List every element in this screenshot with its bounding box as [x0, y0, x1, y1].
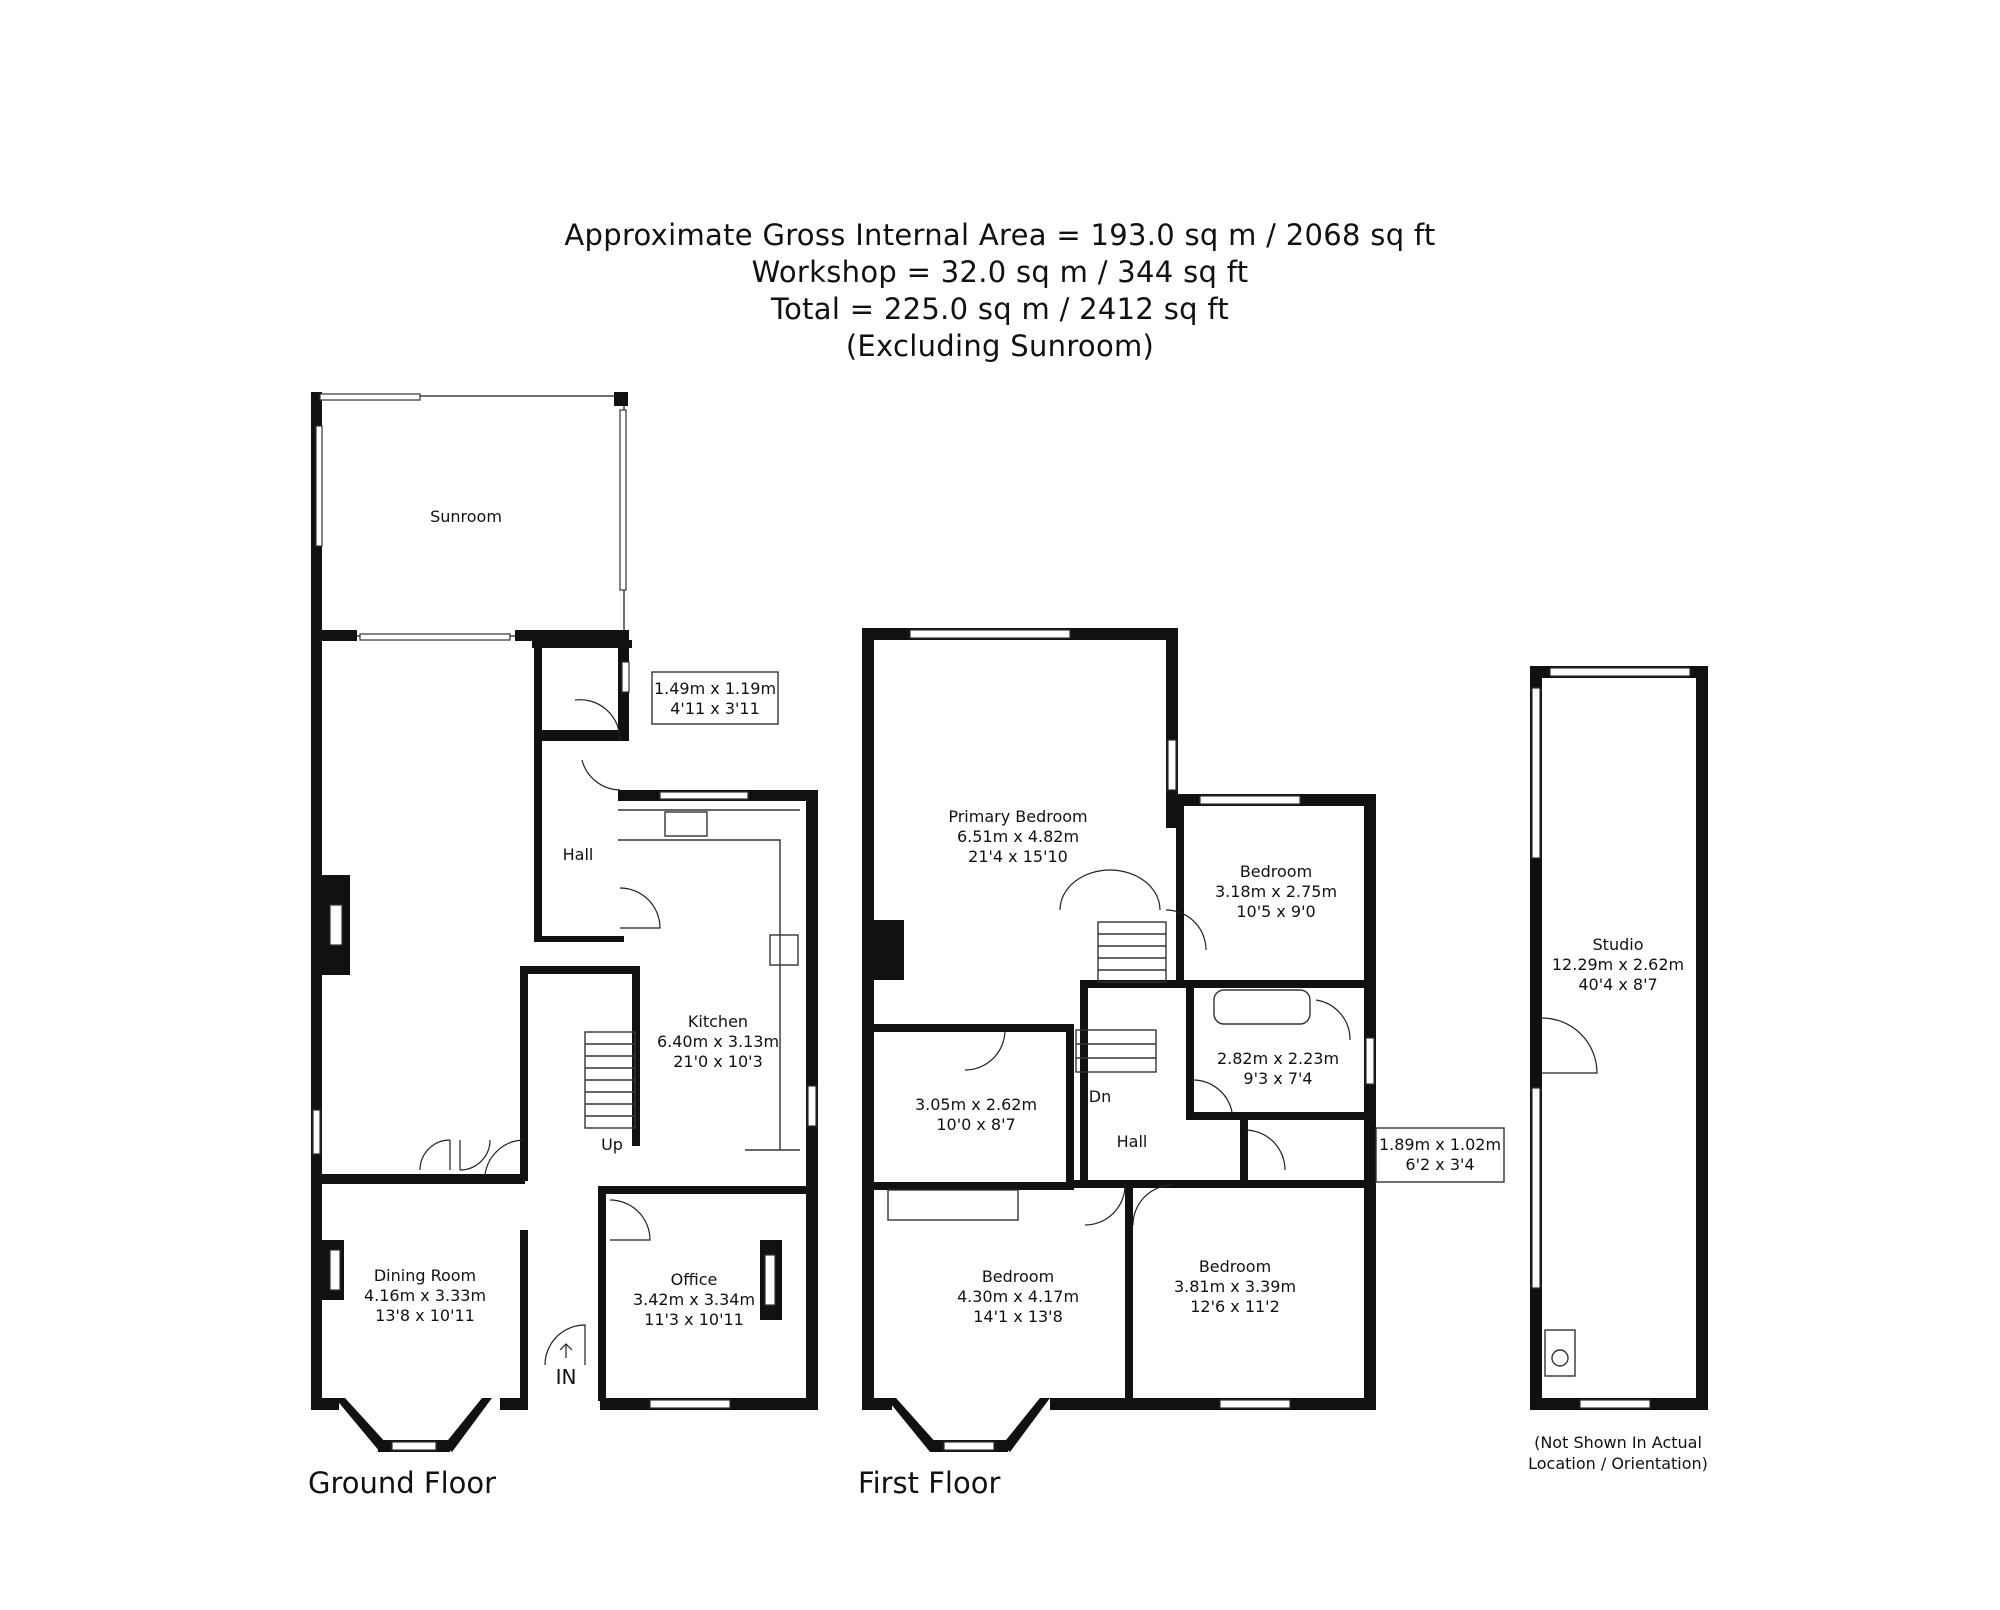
- office-metric: 3.42m x 3.34m: [633, 1290, 755, 1309]
- studio-location-note: (Not Shown In Actual Location / Orientat…: [1498, 1432, 1738, 1474]
- first-floor-plan: [862, 628, 1376, 1452]
- ground-hall-label: Hall: [563, 845, 594, 864]
- studio-note-line2: Location / Orientation): [1528, 1454, 1708, 1473]
- workshop-area-heading: Workshop = 32.0 sq m / 344 sq ft: [751, 255, 1249, 289]
- first-wc-dimension-box: 1.89m x 1.02m 6'2 x 3'4: [1375, 1127, 1505, 1183]
- ground-floor-label: Ground Floor: [308, 1466, 497, 1500]
- first-floor-label: First Floor: [858, 1466, 1001, 1500]
- entrance-in-label: IN: [556, 1365, 577, 1389]
- kitchen-label: Kitchen: [688, 1012, 748, 1031]
- total-area-heading: Total = 225.0 sq m / 2412 sq ft: [770, 292, 1230, 326]
- ground-wc-dimension-box: 1.49m x 1.19m 4'11 x 3'11: [651, 671, 779, 725]
- first-floor-stairs: [1075, 921, 1167, 1073]
- ensuite-metric: 3.05m x 2.62m: [915, 1095, 1037, 1114]
- front-left-bedroom-metric: 4.30m x 4.17m: [957, 1287, 1079, 1306]
- bathroom-imperial: 9'3 x 7'4: [1243, 1069, 1312, 1088]
- primary-bedroom-metric: 6.51m x 4.82m: [957, 827, 1079, 846]
- dining-room-metric: 4.16m x 3.33m: [364, 1286, 486, 1305]
- sunroom-label: Sunroom: [430, 507, 502, 526]
- small-bedroom-label: Bedroom: [1240, 862, 1312, 881]
- studio-label: Studio: [1593, 935, 1644, 954]
- studio-imperial: 40'4 x 8'7: [1578, 975, 1657, 994]
- office-imperial: 11'3 x 10'11: [644, 1310, 744, 1329]
- front-left-bedroom-label: Bedroom: [982, 1267, 1054, 1286]
- ground-stairs: [584, 1031, 636, 1129]
- ground-up-label: Up: [601, 1135, 623, 1154]
- small-bedroom-imperial: 10'5 x 9'0: [1236, 902, 1315, 921]
- bathroom-metric: 2.82m x 2.23m: [1217, 1049, 1339, 1068]
- ensuite-imperial: 10'0 x 8'7: [936, 1115, 1015, 1134]
- excluding-sunroom-note: (Excluding Sunroom): [845, 329, 1155, 363]
- front-right-bedroom-label: Bedroom: [1199, 1257, 1271, 1276]
- first-dn-label: Dn: [1089, 1087, 1111, 1106]
- small-bedroom-metric: 3.18m x 2.75m: [1215, 882, 1337, 901]
- first-hall-label: Hall: [1117, 1132, 1148, 1151]
- front-left-bedroom-imperial: 14'1 x 13'8: [973, 1307, 1063, 1326]
- gross-area-heading: Approximate Gross Internal Area = 193.0 …: [564, 218, 1436, 252]
- first-wc-metric: 1.89m x 1.02m: [1379, 1135, 1501, 1154]
- primary-bedroom-label: Primary Bedroom: [948, 807, 1087, 826]
- front-right-bedroom-metric: 3.81m x 3.39m: [1174, 1277, 1296, 1296]
- dining-room-imperial: 13'8 x 10'11: [375, 1306, 475, 1325]
- studio-note-line1: (Not Shown In Actual: [1534, 1433, 1702, 1452]
- kitchen-imperial: 21'0 x 10'3: [673, 1052, 763, 1071]
- ground-wc-metric: 1.49m x 1.19m: [654, 679, 776, 698]
- kitchen-metric: 6.40m x 3.13m: [657, 1032, 779, 1051]
- primary-bedroom-imperial: 21'4 x 15'10: [968, 847, 1068, 866]
- ground-floor-plan: [311, 392, 818, 1452]
- front-right-bedroom-imperial: 12'6 x 11'2: [1190, 1297, 1280, 1316]
- studio-metric: 12.29m x 2.62m: [1552, 955, 1684, 974]
- ground-wc-imperial: 4'11 x 3'11: [670, 699, 760, 718]
- first-wc-imperial: 6'2 x 3'4: [1405, 1155, 1474, 1174]
- office-label: Office: [671, 1270, 718, 1289]
- studio-plan: [1530, 666, 1708, 1410]
- dining-room-label: Dining Room: [374, 1266, 476, 1285]
